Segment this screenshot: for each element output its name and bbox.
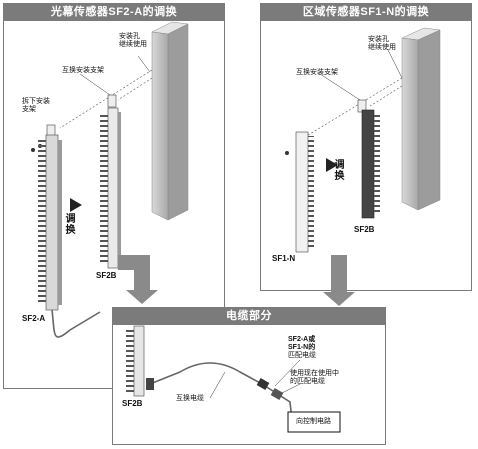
sf2b-sensor-bottom [126,325,145,397]
right-mount-hole-label: 安装孔 继续使用 [368,36,396,51]
sf1n-label: SF1-N [272,254,296,263]
sf2b-sensor-right [361,109,380,219]
left-bracket-new [107,94,117,108]
sf2b-right-label: SF2B [354,225,375,234]
right-panel-title: 区域传感器SF1-N的调换 [261,4,471,21]
left-panel-title: 光幕传感器SF2-A的调换 [4,4,224,21]
right-flow-arrow [323,255,355,306]
left-wall [151,21,189,221]
sf1n-sensor [295,131,314,253]
left-replace-bracket-label: 互换安装支架 [62,67,104,74]
right-wall [401,27,441,211]
sf2a-label: SF2-A [22,314,46,323]
sf2b-bottom-label: SF2B [122,399,143,408]
right-swap-label: 调换 [334,160,345,182]
sf2b-sensor-top [100,107,121,269]
right-swap-arrow [326,158,338,172]
use-existing-cable-label: 使用现在使用中 的匹配电缆 [290,370,339,385]
control-circuit-label: 向控制电路 [296,418,331,425]
left-flow-arrow [118,255,158,304]
cable-drawing [149,362,293,421]
bottom-panel-title: 电缆部分 [113,308,385,325]
left-swap-label: 调换 [65,214,76,236]
left-mount-hole-label: 安装孔 继续使用 [119,33,147,48]
right-replace-bracket-label: 互换安装支架 [296,69,338,76]
sf2b-top-label: SF2B [96,271,117,280]
left-swap-arrow [70,198,82,212]
left-remove-bracket-label: 拆下安装 支架 [22,98,50,113]
control-circuit-box [287,411,341,433]
replace-cable-label: 互换电缆 [176,395,204,402]
match-cable-label: SF2-A或 SF1-N的 匹配电缆 [288,336,316,359]
sf2a-sensor [38,134,101,338]
